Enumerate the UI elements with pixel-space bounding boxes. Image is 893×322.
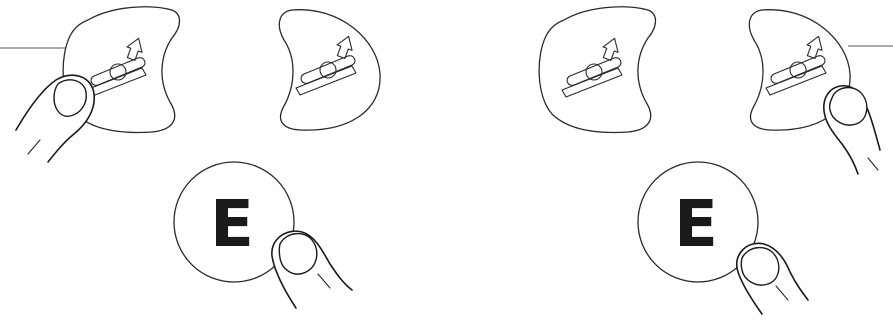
finger-pressing-e-right	[737, 243, 808, 314]
finger-pressing-right-earbud	[824, 86, 880, 174]
e-letter: E	[210, 188, 254, 262]
earbud-right	[279, 10, 380, 130]
left-panel: E	[0, 7, 380, 308]
e-letter: E	[674, 188, 718, 262]
right-panel: E	[539, 7, 893, 314]
finger-pressing-left-earbud	[16, 75, 94, 162]
finger-pressing-e-left	[272, 231, 352, 308]
earbud-left	[539, 7, 655, 133]
